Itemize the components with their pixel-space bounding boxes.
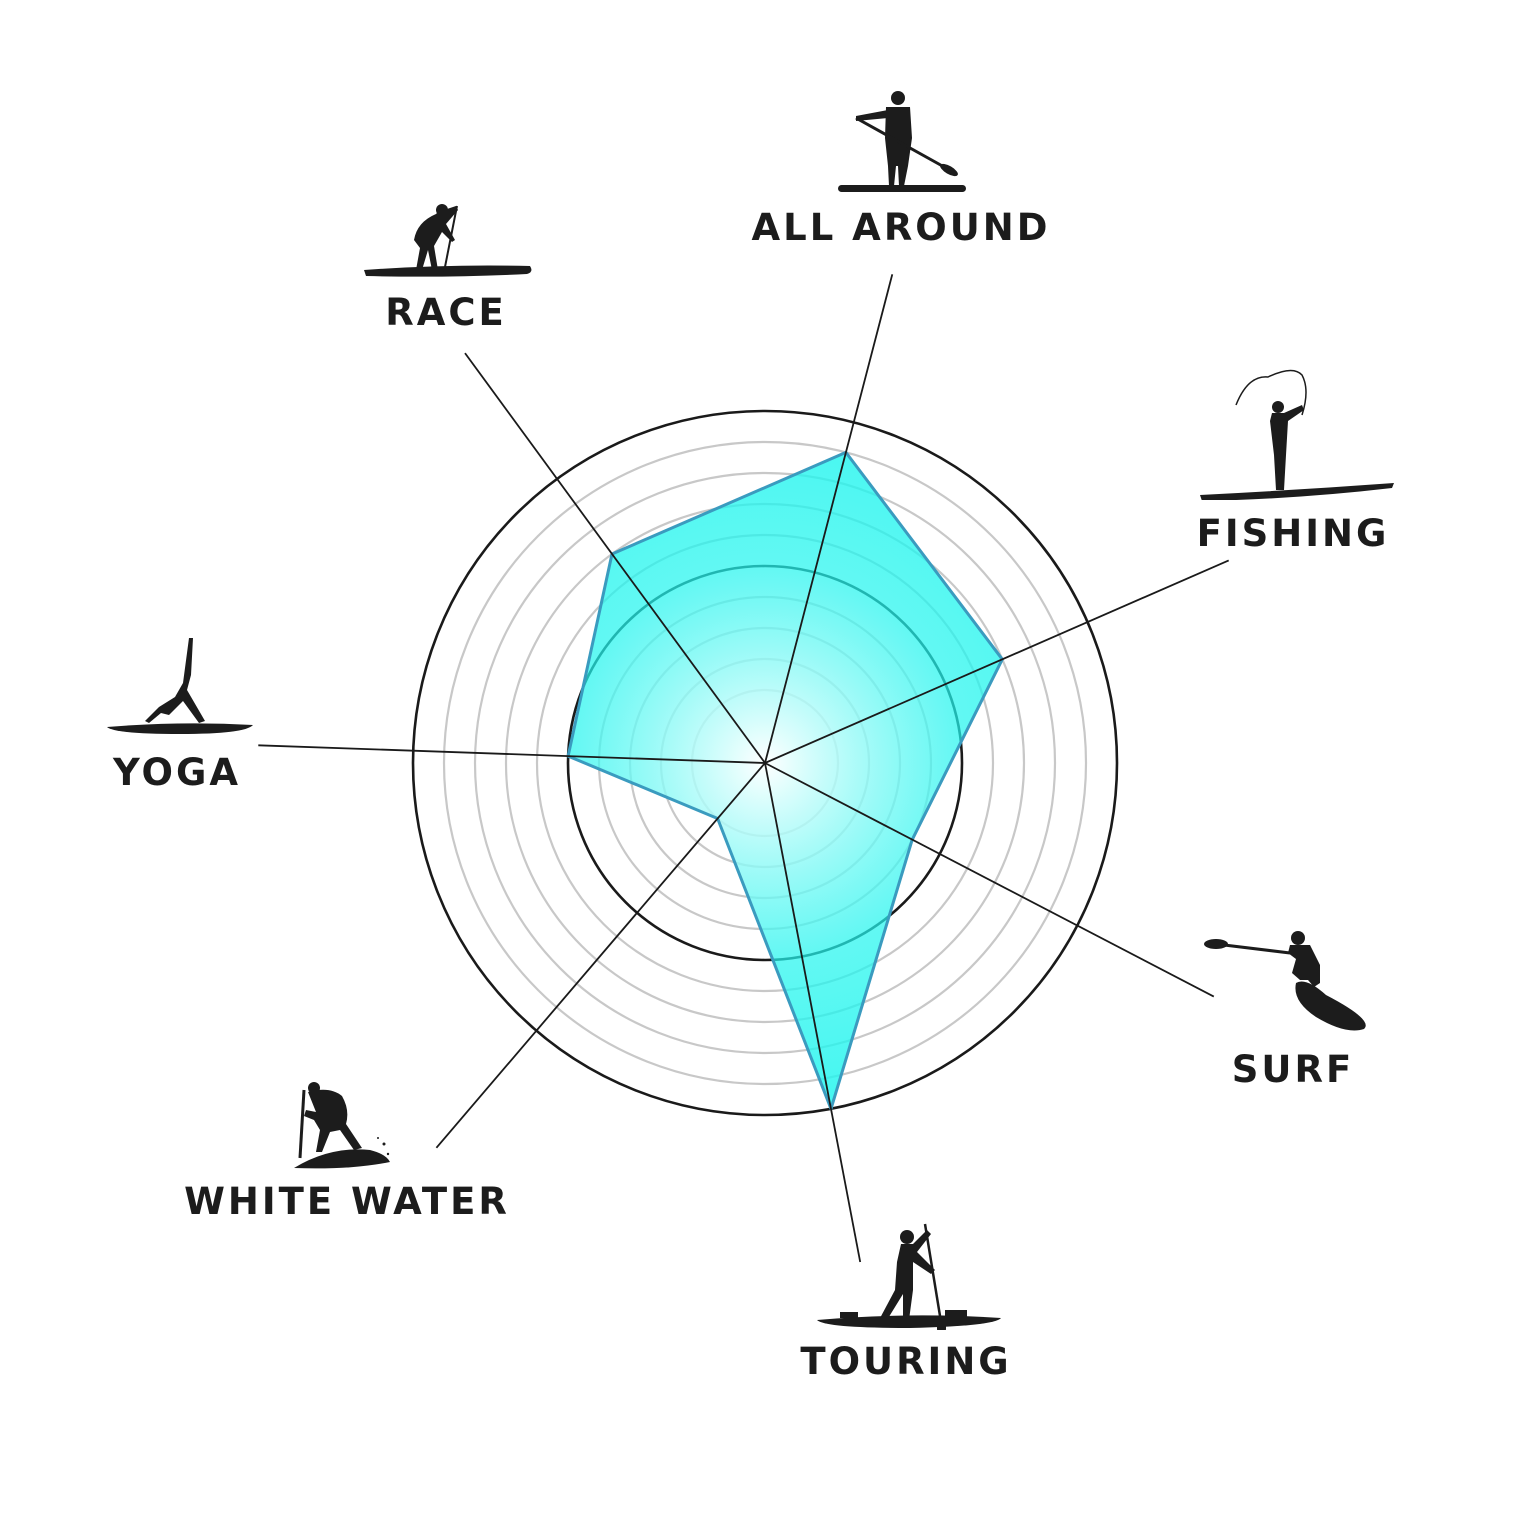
axis-line — [464, 352, 766, 764]
axis-line — [764, 762, 862, 1263]
axis-line — [764, 274, 894, 764]
axis-line — [435, 762, 766, 1149]
sup-race-icon — [364, 204, 532, 277]
axis-line — [764, 762, 1215, 998]
axis-label-fishing: FISHING — [1196, 512, 1390, 555]
data-series-polygon — [566, 450, 1004, 1111]
axis-lines — [258, 274, 1230, 1263]
grid-ring-minor — [442, 440, 1088, 1086]
axis-label-white-water: WHITE WATER — [184, 1180, 510, 1223]
axis-line — [258, 744, 766, 764]
grid-ring-major — [411, 409, 1119, 1117]
axis-line — [764, 559, 1230, 764]
sup-touring-icon — [817, 1223, 1001, 1330]
sup-surf-icon — [1204, 931, 1366, 1031]
sup-yoga-icon — [107, 638, 253, 734]
grid-ring-minor — [473, 471, 1057, 1055]
sup-white-water-icon — [294, 1082, 390, 1169]
axis-label-race: RACE — [385, 291, 507, 334]
sup-fishing-icon — [1200, 369, 1394, 500]
axis-label-all-around: ALL AROUND — [751, 206, 1051, 249]
axis-label-yoga: YOGA — [113, 751, 241, 794]
axis-label-surf: SURF — [1231, 1048, 1355, 1091]
data-polygon — [566, 450, 1004, 1111]
axis-label-touring: TOURING — [800, 1340, 1012, 1383]
sup-all-around-icon — [838, 91, 966, 192]
